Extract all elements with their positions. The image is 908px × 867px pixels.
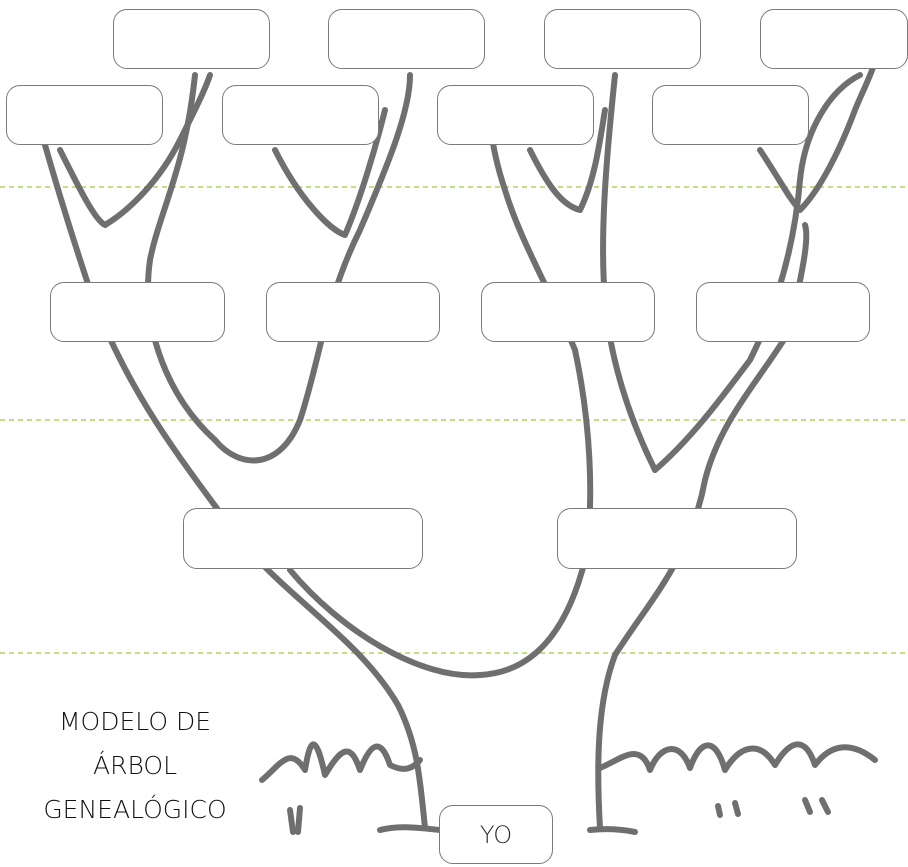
great-grandparent-box-2[interactable]: [6, 85, 163, 145]
left-inner-fork: [57, 72, 213, 228]
great-grandparent-box-1[interactable]: [113, 9, 270, 69]
right-fork: [600, 72, 658, 473]
great-grandparent-box-4[interactable]: [222, 85, 379, 145]
me-box[interactable]: YO: [439, 805, 553, 864]
root-right: [587, 826, 638, 835]
title-line-3: GENEALÓGICO: [43, 795, 227, 824]
fork-parents: [287, 347, 594, 679]
trunk-right: [595, 327, 793, 831]
tuft-1: [287, 807, 296, 835]
parent-box-2[interactable]: [557, 508, 797, 569]
tuft-6: [819, 797, 831, 815]
tuft-2: [295, 805, 303, 835]
tuft-5: [802, 797, 813, 815]
great-grandparent-box-5[interactable]: [544, 9, 701, 69]
right-fork-2: [652, 72, 863, 473]
tuft-3: [715, 803, 723, 818]
great-grandparent-box-3[interactable]: [328, 9, 485, 69]
left-mid-fork: [272, 107, 388, 238]
root-left: [377, 824, 443, 833]
title-line-1: MODELO DE: [58, 707, 211, 736]
great-grandparent-box-7[interactable]: [760, 9, 908, 69]
left-branch-inner: [145, 72, 218, 443]
great-grandparent-box-6[interactable]: [437, 85, 594, 145]
right-inner-fork-b: [757, 37, 883, 213]
page-title: MODELO DE ÁRBOL GENEALÓGICO: [18, 700, 252, 832]
grandparent-box-2[interactable]: [266, 282, 440, 342]
great-grandparent-box-8[interactable]: [652, 85, 809, 145]
grandparent-box-1[interactable]: [50, 282, 225, 342]
title-line-2: ÁRBOL: [92, 751, 177, 780]
grandparent-box-3[interactable]: [481, 282, 655, 342]
grandparent-box-4[interactable]: [696, 282, 870, 342]
right-inner-fork-a: [527, 107, 608, 213]
guide-lines: [0, 186, 908, 654]
parent-box-1[interactable]: [183, 508, 423, 569]
tuft-4: [732, 800, 741, 817]
trunk-left: [87, 287, 428, 831]
grass-left: [259, 741, 423, 783]
left-branch-outer: [42, 142, 93, 293]
grass-right: [597, 741, 878, 773]
